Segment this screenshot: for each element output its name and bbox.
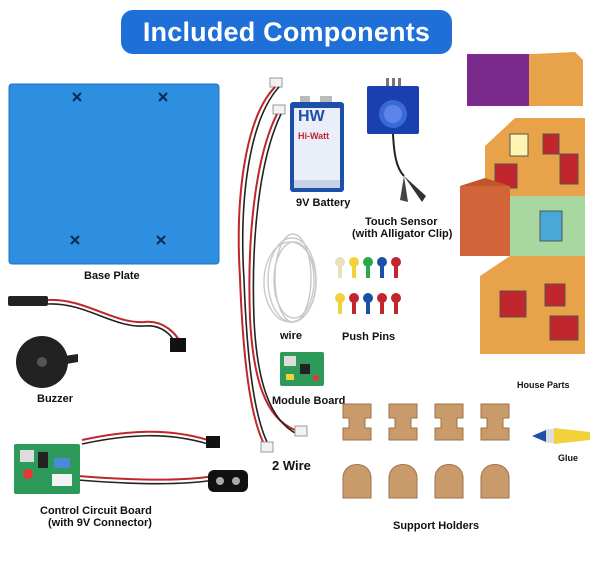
two-wire-label: 2 Wire [272,458,311,473]
push-pins-label: Push Pins [342,331,396,343]
support-holders-image [342,403,510,499]
control-board-image [14,430,248,494]
page-title: Included Components [121,10,452,54]
house-parts-image [460,52,585,354]
battery-label: 9V Battery [296,197,351,209]
buzzer-image [8,296,186,388]
base-plate-image [8,83,220,265]
push-pins-image [335,257,401,314]
touch-sensor-label-line2: (with Alligator Clip) [352,228,453,240]
control-board-label-line1: Control Circuit Board [40,505,152,517]
module-board-label: Module Board [272,395,346,407]
battery-brand-name: Hi-Watt [298,131,330,141]
battery-logo: HW [298,108,325,125]
glue-label: Glue [558,453,579,463]
wire-coil-image [263,233,317,323]
buzzer-label: Buzzer [37,393,74,405]
battery-image [290,96,344,192]
support-holders-label: Support Holders [393,520,480,532]
touch-sensor-label-line1: Touch Sensor [365,216,438,228]
base-plate-label: Base Plate [84,270,140,282]
house-parts-label: House Parts [517,380,570,390]
module-board-image [280,352,324,386]
wire-label: wire [280,330,303,342]
two-wire-image [237,77,308,453]
control-board-label-line2: (with 9V Connector) [48,517,152,529]
glue-image [532,428,590,444]
touch-sensor-image [367,78,426,202]
